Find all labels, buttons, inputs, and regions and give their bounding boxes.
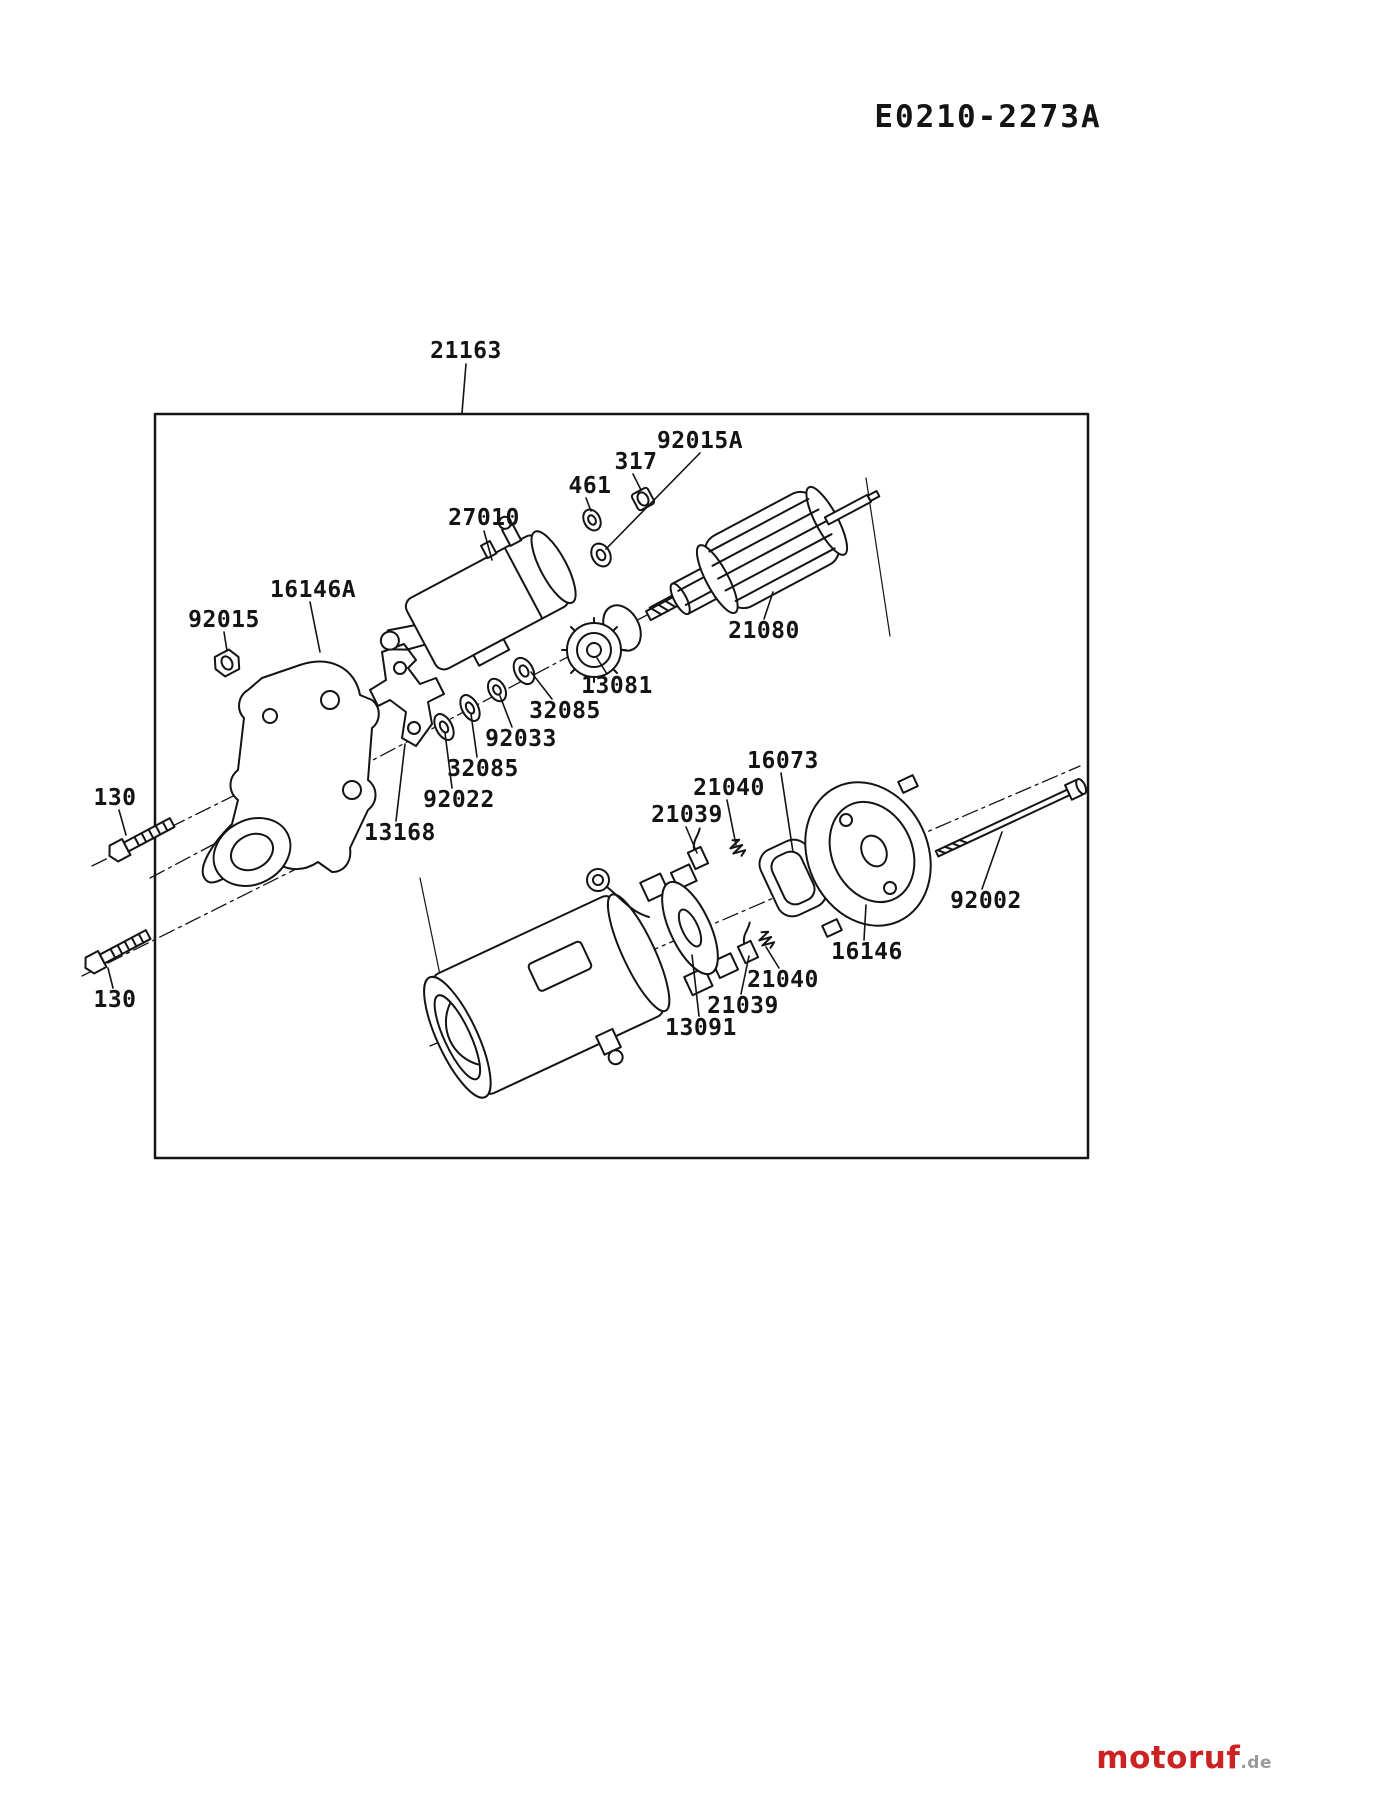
brush-lower-21039 [736,921,760,965]
washer-32085-front [512,656,536,686]
part-label-32085-lower: 32085 [447,756,519,782]
part-label-13081: 13081 [581,673,653,699]
end-cover-16146 [804,774,932,938]
part-label-92015a: 92015A [656,428,744,454]
leader-lines [107,363,1003,1017]
brush-spring-lower-21040 [758,930,776,949]
part-label-21163: 21163 [430,338,502,364]
nut-92015 [213,648,241,678]
watermark-logo: motoruf.de [1096,1740,1272,1776]
part-label-21080: 21080 [728,618,800,644]
through-bolt-92002 [934,778,1088,858]
washer-461 [582,508,602,532]
part-label-27010: 27010 [448,505,520,531]
part-label-21040-lower: 21040 [747,967,819,993]
part-label-21039-upper: 21039 [651,802,723,828]
brush-plate-13091 [639,863,740,997]
part-label-461: 461 [568,473,612,499]
brush-spring-upper-21040 [729,838,747,857]
part-label-92033: 92033 [485,726,557,752]
pinion-clutch-13081 [561,592,682,683]
motor-yoke [423,893,671,1099]
drive-end-housing-16146a [201,660,380,887]
armature-21080 [645,485,881,622]
washer-32085-rear [459,694,481,722]
part-label-92002: 92002 [950,888,1022,914]
part-label-32085-upper: 32085 [529,698,601,724]
document-code: E0210-2273A [874,99,1102,135]
part-label-317: 317 [614,449,658,475]
washer-92033 [486,677,508,703]
assembly-boundary-box [153,412,1090,1160]
part-label-16146: 16146 [831,939,903,965]
part-label-13091: 13091 [665,1015,737,1041]
washer-92022 [433,713,455,741]
watermark-brand: motoruf [1096,1740,1241,1776]
flange-bolt-bottom [84,929,152,975]
part-label-16073: 16073 [747,748,819,774]
brush-upper-21039 [686,827,710,871]
gear-teeth [561,617,627,683]
part-label-13168: 13168 [364,820,436,846]
part-label-92022: 92022 [423,787,495,813]
part-label-130-bottom: 130 [93,987,137,1013]
solenoid-27010 [379,515,577,671]
bracket-13168 [369,643,445,747]
part-label-21039-lower: 21039 [707,993,779,1019]
part-label-16146a: 16146A [269,577,357,603]
flange-bolt-top [108,817,176,863]
part-label-130-top: 130 [93,785,137,811]
field-lead-terminal [586,868,650,918]
nut-317 [630,486,656,512]
part-label-92015: 92015 [188,607,260,633]
watermark-tld: .de [1240,1753,1272,1773]
part-label-21040-upper: 21040 [693,775,765,801]
